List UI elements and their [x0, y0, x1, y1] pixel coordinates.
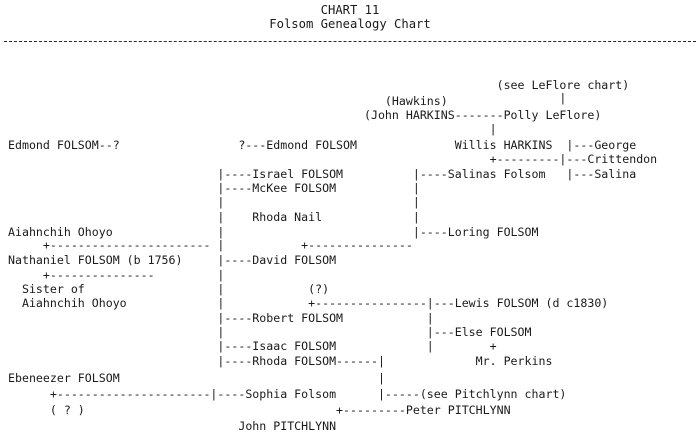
chart-line: (John HARKINS-------Polly LeFlore): [8, 108, 602, 122]
chart-line: (see LeFlore chart): [8, 78, 630, 92]
chart-line: (Hawkins): [8, 94, 448, 108]
chart-line: John PITCHLYNN: [8, 419, 337, 433]
chart-line: Sister of | (?): [8, 282, 330, 296]
chart-line: +----------------------|----Sophia Folso…: [8, 387, 567, 401]
chart-line: |: [8, 91, 567, 105]
chart-line: Ebeneezer FOLSOM |: [8, 371, 385, 385]
chart-line: | |: [8, 195, 420, 209]
chart-line: |----Israel FOLSOM |----Salinas Folsom |…: [8, 167, 637, 181]
chart-title: Folsom Genealogy Chart: [269, 17, 431, 31]
chart-line: |----McKee FOLSOM |: [8, 181, 420, 195]
chart-line: |----Isaac FOLSOM | +: [8, 339, 497, 353]
chart-line: Aiahnchih Ohoyo | +----------------|---L…: [8, 296, 609, 310]
dashed-divider: [4, 41, 696, 42]
chart-line: |: [8, 122, 497, 136]
chart-line: +---------|---Crittendon: [8, 152, 658, 166]
chart-line: |----Robert FOLSOM |: [8, 311, 434, 325]
chart-line: Aiahnchih Ohoyo | |----Loring FOLSOM: [8, 225, 539, 239]
chart-line: +----------------------- | +------------…: [8, 238, 413, 252]
chart-line: Edmond FOLSOM--? ?---Edmond FOLSOM Willi…: [8, 138, 637, 152]
chart-line: ( ? ) +---------Peter PITCHLYNN: [8, 403, 511, 417]
chart-line: +--------------- |: [8, 268, 225, 282]
chart-line: |----Rhoda FOLSOM------| Mr. Perkins: [8, 354, 553, 368]
chart-number: CHART 11: [320, 3, 380, 17]
chart-line: Nathaniel FOLSOM (b 1756) |----David FOL…: [8, 253, 337, 267]
chart-line: | Rhoda Nail |: [8, 210, 420, 224]
chart-line: | |---Else FOLSOM: [8, 325, 532, 339]
